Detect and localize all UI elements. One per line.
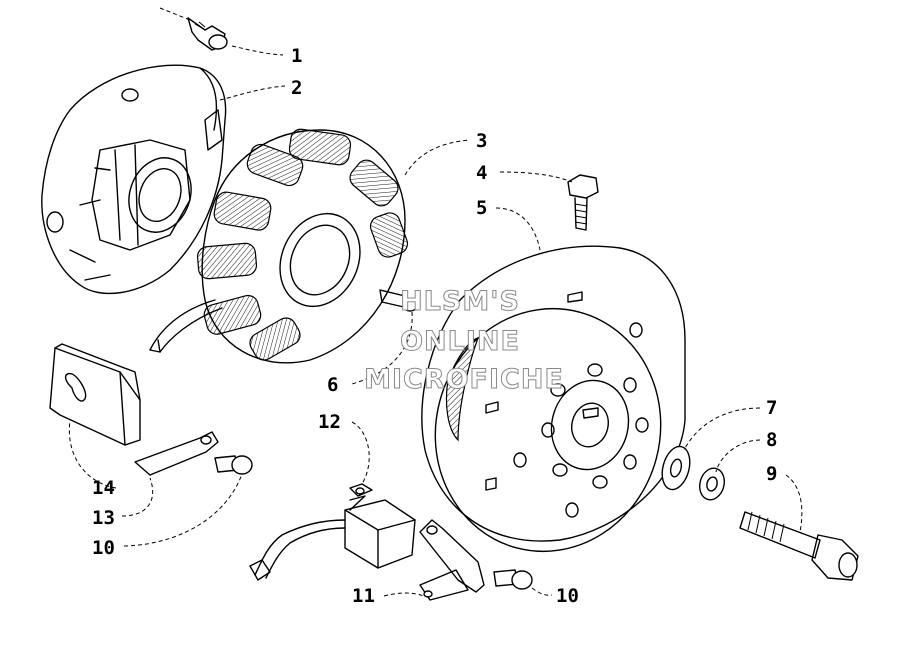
callout-12: 12 [318, 411, 341, 433]
callout-14: 14 [92, 477, 115, 499]
watermark: HLSM'S ONLINE MICROFICHE [364, 286, 564, 396]
bolt-part-4 [567, 174, 599, 231]
callout-3: 3 [476, 130, 487, 152]
callout-8: 8 [766, 429, 777, 451]
callout-labels: 1 2 3 4 5 6 7 8 9 10 10 11 12 13 14 [92, 45, 777, 607]
watermark-line-1: HLSM'S [400, 286, 520, 317]
watermark-line-3: MICROFICHE [364, 364, 564, 395]
callout-4: 4 [476, 162, 487, 184]
callout-5: 5 [476, 197, 487, 219]
plate-part-14 [49, 343, 141, 446]
screw-part-10-left [214, 455, 253, 475]
flywheel-bolt-part-9 [739, 511, 859, 581]
screw-part-10-lower [493, 569, 533, 590]
callout-9: 9 [766, 463, 777, 485]
leader-lines [68, 45, 803, 597]
bracket-part-11 [419, 519, 485, 601]
callout-1: 1 [291, 45, 302, 67]
callout-10-lower: 10 [556, 585, 579, 607]
callout-10-left: 10 [92, 537, 115, 559]
callout-2: 2 [291, 77, 302, 99]
ignition-module-part-12 [249, 483, 416, 581]
flywheel-part-5 [421, 245, 686, 553]
watermark-line-2: ONLINE [400, 326, 520, 357]
screw-part-1 [159, 7, 228, 51]
stator-housing-part-2 [41, 64, 227, 295]
callout-7: 7 [766, 397, 777, 419]
bracket-part-13 [134, 431, 219, 476]
callout-13: 13 [92, 507, 115, 529]
callout-11: 11 [352, 585, 375, 607]
screw-part-6 [379, 289, 418, 312]
lock-washer-part-8 [698, 467, 726, 501]
stator-coil-part-3 [149, 128, 409, 364]
washer-part-7 [661, 445, 691, 491]
callout-6: 6 [327, 374, 338, 396]
